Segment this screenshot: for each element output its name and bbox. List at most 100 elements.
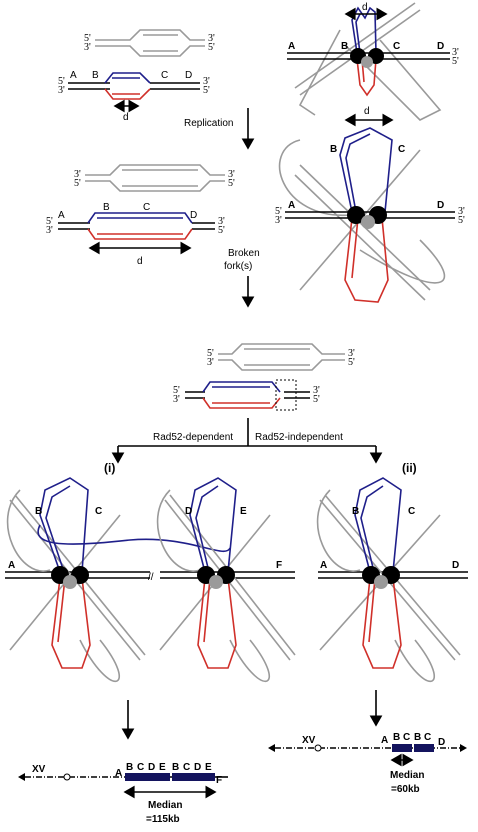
label-C: C xyxy=(137,762,144,773)
broken-fork-bubble: 5' 3' 3' 5' 5' 3' 3' 5' xyxy=(173,343,355,411)
label-B: B xyxy=(172,762,179,773)
label-B: B xyxy=(103,202,110,213)
label-distance-d: d xyxy=(364,106,370,117)
label-D: D xyxy=(452,560,459,571)
label-B: B xyxy=(35,506,42,517)
chromatin-loop-large: d A B C D 5' 3' 3' 5' xyxy=(275,106,465,303)
colored-replication-bubble-2: 5' 3' 3' 5' A B C D d xyxy=(46,202,225,267)
label-5prime: 5' xyxy=(458,215,465,226)
duplicated-segment-block xyxy=(392,744,412,752)
broken-forks-arrow: Broken fork(s) xyxy=(224,248,260,308)
label-C: C xyxy=(393,41,400,52)
label-D: D xyxy=(437,200,444,211)
label-B: B xyxy=(414,732,421,743)
result-chromosome-ii: XV A B C B C D Median =60kb xyxy=(268,732,467,795)
label-5prime: 5' xyxy=(203,85,210,96)
label-A: A xyxy=(288,200,295,211)
label-3prime: 3' xyxy=(207,357,214,368)
label-F: F xyxy=(216,775,222,786)
label-3prime: 3' xyxy=(58,85,65,96)
label-3prime: 3' xyxy=(313,385,320,396)
label-3prime: 3' xyxy=(275,215,282,226)
label-distance-d: d xyxy=(137,256,143,267)
result-chromosome-i: XV A B C D E B C D E F Median =115kb xyxy=(18,762,228,825)
label-broken: Broken xyxy=(228,248,260,259)
label-3prime: 3' xyxy=(458,206,465,217)
label-3prime: 3' xyxy=(348,348,355,359)
label-A: A xyxy=(381,735,388,746)
label-D: D xyxy=(185,70,192,81)
label-A: A xyxy=(8,560,15,571)
label-C: C xyxy=(408,506,415,517)
label-B: B xyxy=(393,732,400,743)
label-distance-d: d xyxy=(362,2,368,13)
label-5prime: 5' xyxy=(84,33,91,44)
pathway-ii-loop: A B C D xyxy=(316,477,468,683)
label-B: B xyxy=(330,144,337,155)
label-5prime: 5' xyxy=(452,56,459,67)
label-D: D xyxy=(438,737,445,748)
label-replication: Replication xyxy=(184,118,233,129)
label-3prime: 3' xyxy=(74,169,81,180)
label-5prime: 5' xyxy=(208,42,215,53)
label-median-60kb: =60kb xyxy=(391,784,420,795)
label-3prime: 3' xyxy=(173,394,180,405)
label-median: Median xyxy=(390,770,424,781)
label-A: A xyxy=(58,210,65,221)
label-chromosome-xv: XV xyxy=(32,764,46,775)
label-3prime: 3' xyxy=(218,216,225,227)
label-E: E xyxy=(240,506,247,517)
label-chromosome-xv: XV xyxy=(302,735,316,746)
duplicated-segment-block xyxy=(414,744,434,752)
label-5prime: 5' xyxy=(275,206,282,217)
label-B: B xyxy=(352,506,359,517)
label-B: B xyxy=(341,41,348,52)
label-3prime: 3' xyxy=(208,33,215,44)
label-3prime: 3' xyxy=(228,169,235,180)
label-median: Median xyxy=(148,800,182,811)
chromatin-loop-small: d A B C D 3' 5' xyxy=(287,2,459,121)
label-5prime: 5' xyxy=(173,385,180,396)
label-pathway-ii: (ii) xyxy=(402,461,417,475)
label-3prime: 3' xyxy=(452,47,459,58)
replication-arrow: Replication xyxy=(184,108,255,150)
duplicated-segment-block xyxy=(125,773,170,781)
label-C: C xyxy=(424,732,431,743)
label-A: A xyxy=(320,560,327,571)
label-C: C xyxy=(403,732,410,743)
label-C: C xyxy=(161,70,168,81)
label-B: B xyxy=(92,70,99,81)
grey-replication-bubble-1: 5' 3' 3' 5' xyxy=(84,29,215,57)
label-A: A xyxy=(115,768,122,779)
label-C: C xyxy=(398,144,405,155)
label-D: D xyxy=(194,762,201,773)
label-5prime: 5' xyxy=(74,178,81,189)
label-C: C xyxy=(95,506,102,517)
label-median-115kb: =115kb xyxy=(146,814,180,825)
label-F: F xyxy=(276,560,282,571)
label-3prime: 3' xyxy=(84,42,91,53)
label-C: C xyxy=(143,202,150,213)
label-rad52-independent: Rad52-independent xyxy=(255,432,343,443)
label-D: D xyxy=(148,762,155,773)
label-5prime: 5' xyxy=(348,357,355,368)
label-5prime: 5' xyxy=(58,76,65,87)
colored-replication-bubble-1: 5' 3' 3' 5' A B C D d xyxy=(58,70,210,123)
pathway-i-loops: // A B C D E F xyxy=(5,477,296,683)
duplicated-segment-block xyxy=(172,773,215,781)
label-5prime: 5' xyxy=(207,348,214,359)
label-5prime: 5' xyxy=(218,225,225,236)
label-C: C xyxy=(183,762,190,773)
label-forks: fork(s) xyxy=(224,261,252,272)
label-D: D xyxy=(437,41,444,52)
grey-replication-bubble-2: 3' 5' 3' 5' xyxy=(74,164,235,192)
label-E: E xyxy=(159,762,166,773)
label-A: A xyxy=(288,41,295,52)
label-3prime: 3' xyxy=(203,76,210,87)
label-5prime: 5' xyxy=(313,394,320,405)
chromosome-break-mark: // xyxy=(148,572,154,583)
label-D: D xyxy=(185,506,192,517)
label-pathway-i: (i) xyxy=(104,461,115,475)
label-5prime: 5' xyxy=(228,178,235,189)
